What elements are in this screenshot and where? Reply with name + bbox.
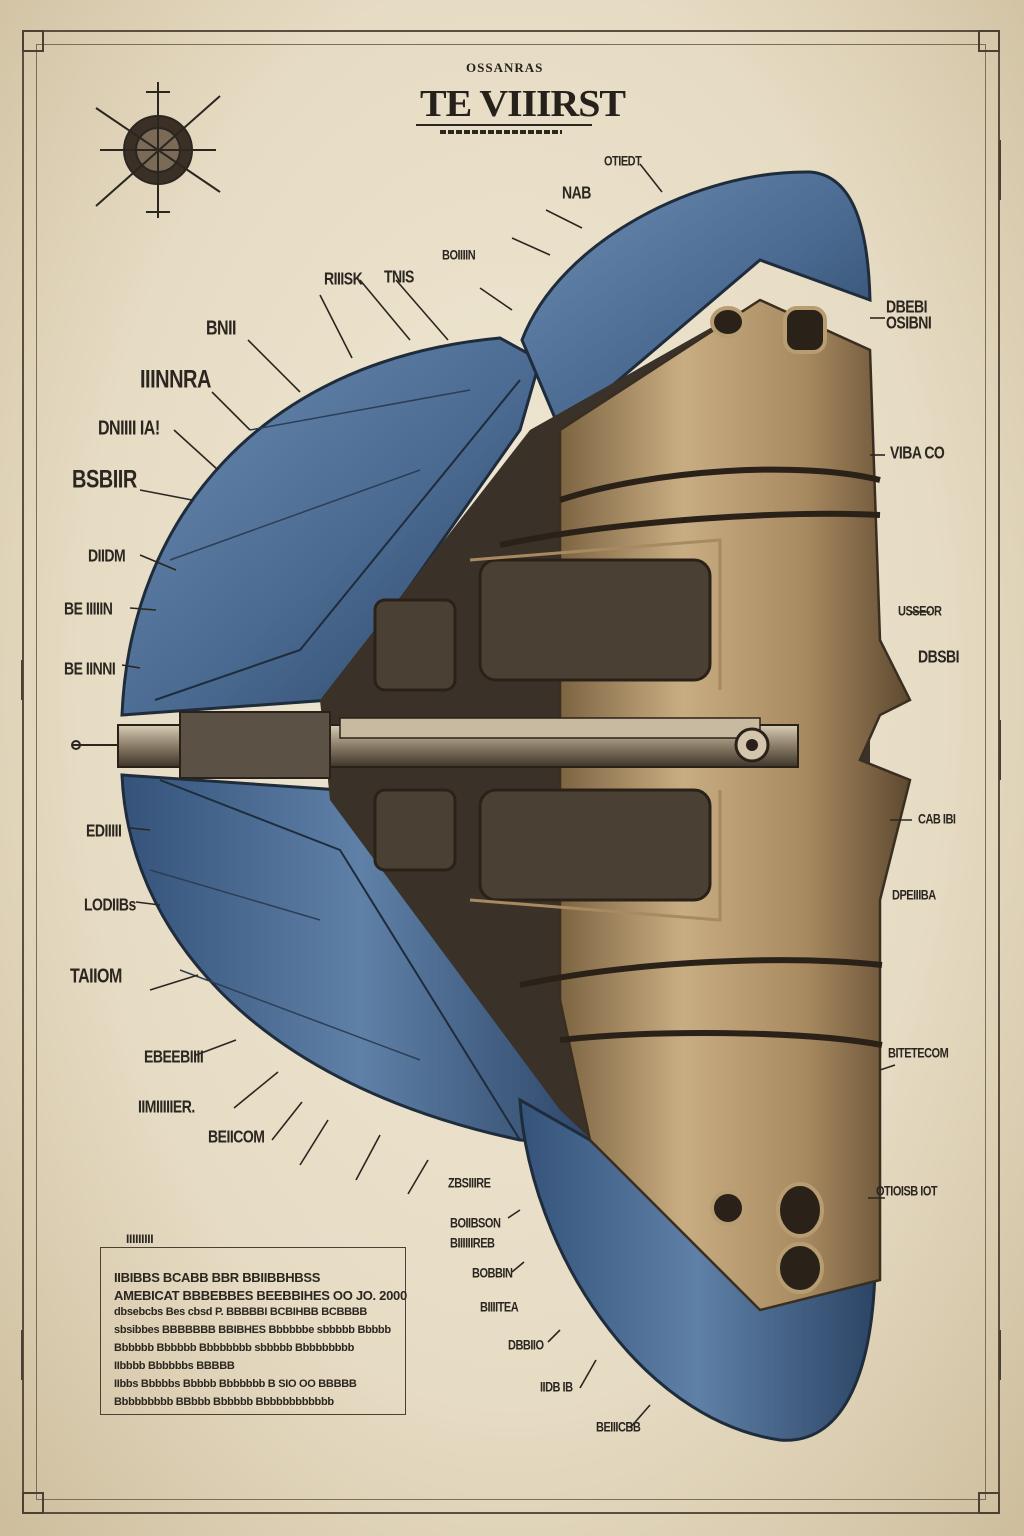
- label-left-4: BSBIIR: [72, 466, 137, 494]
- leader-lines: [121, 163, 930, 1429]
- spec-line-4: sbsibbes BBBBBBB BBIBHES Bbbbbbe sbbbbb …: [114, 1324, 391, 1336]
- label-right-7: DPEIIIBA: [892, 888, 936, 903]
- label-right-12: BIIIIIIREB: [450, 1236, 495, 1251]
- label-right-11: BOIIBSON: [450, 1216, 501, 1231]
- top-cap-panel: [520, 170, 872, 433]
- spec-line-7: IIbbs Bbbbbs Bbbbb Bbbbbbb B SIO OO BBBB…: [114, 1378, 357, 1390]
- inner-frame: [36, 44, 986, 1500]
- bottom-cap-panel: [518, 1097, 877, 1442]
- corner-ornament-tl: [22, 30, 44, 52]
- brass-core-column: [558, 298, 912, 1312]
- interior-compartments: [373, 558, 712, 902]
- corner-ornament-tr: [978, 30, 1000, 52]
- label-right-5: DBSBI: [918, 646, 960, 666]
- label-right-17: BEIIICBB: [596, 1420, 641, 1435]
- frame-ticks: [21, 140, 1001, 1380]
- label-right-13: BOBBIN: [472, 1266, 513, 1281]
- spec-line-2: AMEBICAT BBBEBBES BEEBBIHES OO JO. 2000: [114, 1288, 407, 1303]
- label-left-6: BE IIIIIN: [64, 598, 113, 618]
- spec-line-8: Bbbbbbbbb BBbbb Bbbbbb Bbbbbbbbbbbb: [114, 1396, 334, 1408]
- corner-ornament-bl: [22, 1492, 44, 1514]
- label-left-12: IIMIIIIIER.: [138, 1096, 195, 1116]
- label-left-9: LODIIBs: [84, 894, 136, 914]
- label-right-1: DBEBI: [886, 296, 928, 316]
- spec-panel: [100, 1247, 406, 1415]
- label-left-1: BNII: [206, 318, 237, 340]
- header-subtitle: OSSANRAS: [466, 60, 544, 75]
- brass-ribs: [499, 466, 883, 1048]
- porthole-icons: [710, 306, 827, 1294]
- compass-emblem-icon: [95, 82, 221, 218]
- spec-panel-heading: IIIIIIIII: [126, 1232, 154, 1246]
- label-right-4: USSEOR: [898, 604, 942, 619]
- label-top-2: TNIS: [384, 266, 414, 286]
- central-drive-shaft: [71, 711, 799, 779]
- spec-line-1: IIBIBBS BCABB BBR BBIIBBHBSS: [114, 1270, 321, 1285]
- label-right-14: BIIIITEA: [480, 1300, 519, 1315]
- label-top-1: RIIISK: [324, 268, 363, 288]
- spec-line-3: dbsebcbs Bes cbsd P. BBBBBI BCBIHBB BCBB…: [114, 1306, 368, 1318]
- label-right-6: CAB IBI: [918, 812, 956, 827]
- label-left-5: DIIDM: [88, 545, 126, 565]
- label-left-10: TAIIOM: [70, 966, 122, 988]
- label-right-2: OSIBNI: [886, 312, 932, 332]
- label-right-16: IIDB IB: [540, 1380, 573, 1395]
- label-right-8: BITETECOM: [888, 1046, 949, 1061]
- label-right-3: VIBA CO: [890, 442, 945, 462]
- corner-ornament-br: [978, 1492, 1000, 1514]
- title-subtext-bar: [440, 130, 562, 134]
- label-left-8: EDIIIII: [86, 820, 122, 840]
- spec-line-5: Bbbbbb Bbbbbb Bbbbbbbb sbbbbb Bbbbbbbbb: [114, 1342, 354, 1354]
- label-left-11: EBEEBIIII: [144, 1046, 204, 1066]
- label-left-3: DNIIII IA!: [98, 418, 160, 440]
- label-top-3: BOIIIIN: [442, 248, 476, 263]
- label-right-15: DBBIIO: [508, 1338, 544, 1353]
- label-left-13: BEIICOM: [208, 1126, 265, 1146]
- upper-hull-panel: [120, 336, 542, 717]
- header-title: TE VIIIRST: [420, 83, 626, 125]
- spec-line-6: IIbbbb Bbbbbbs BBBBB: [114, 1360, 235, 1372]
- label-right-9: OTIOISB IOT: [876, 1184, 938, 1199]
- label-right-10: ZBSIIIRE: [448, 1176, 491, 1191]
- label-left-7: BE IINNI: [64, 658, 116, 678]
- label-left-2: IIINNRA: [140, 366, 211, 394]
- label-top-5: NAB: [562, 182, 591, 202]
- title-rule: [416, 124, 592, 126]
- label-top-4: OTIEDT: [604, 154, 642, 169]
